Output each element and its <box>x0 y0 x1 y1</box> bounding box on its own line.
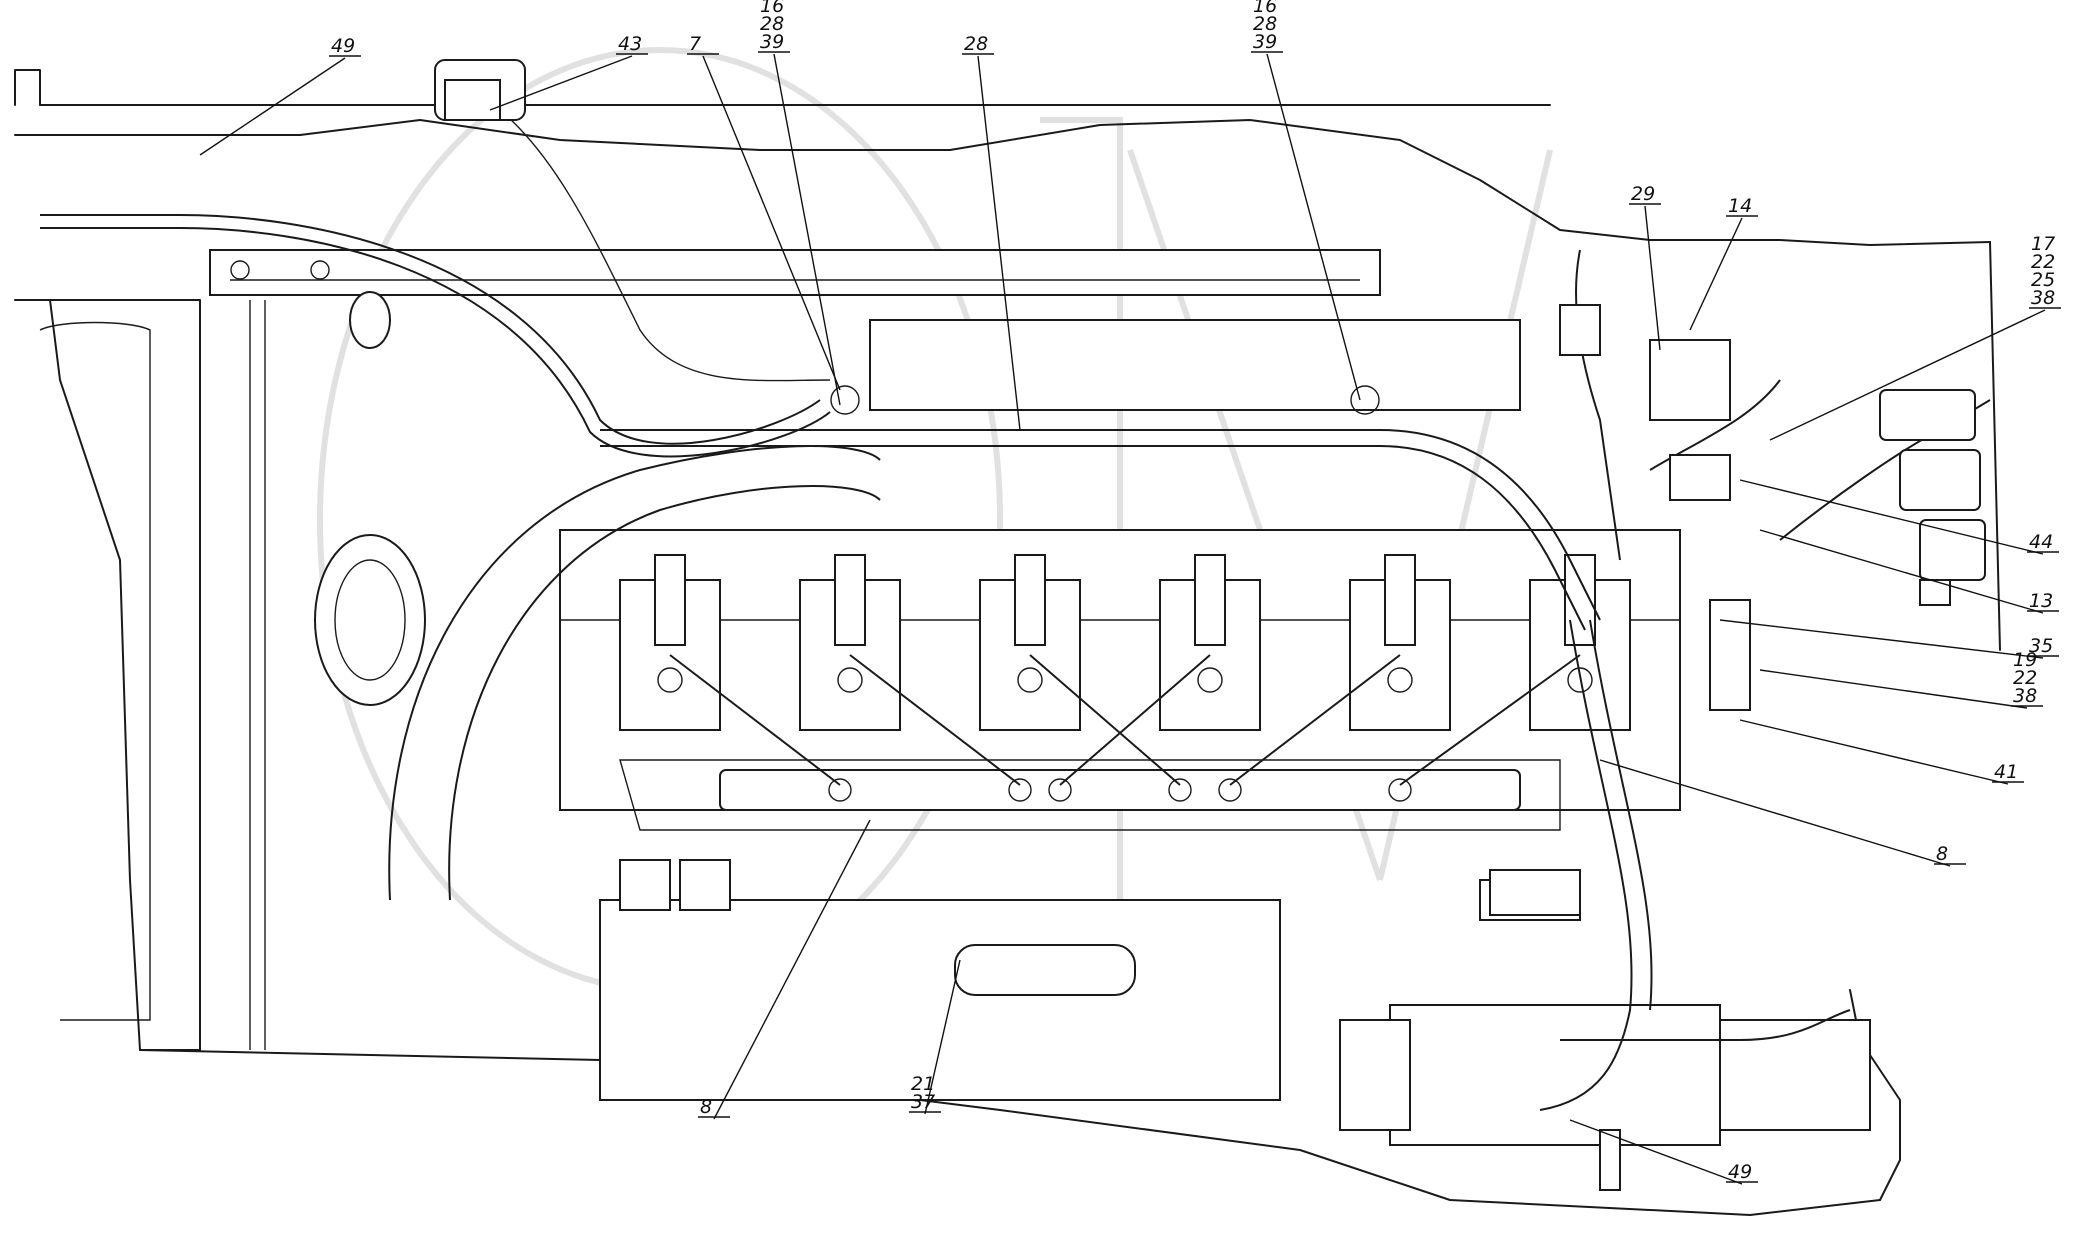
pulley <box>314 291 426 706</box>
callout-number: 43 <box>618 33 642 55</box>
injectors <box>619 554 1631 731</box>
callout-number: 28 <box>760 13 784 35</box>
callout-number: 8 <box>700 1096 712 1118</box>
callout-leader-line <box>199 57 346 156</box>
callout-leader-line <box>1599 759 1951 867</box>
callout-number: 41 <box>1994 761 2018 783</box>
callout-number: 49 <box>331 35 355 57</box>
callout-number: 28 <box>964 33 988 55</box>
callout-leader-line <box>1759 529 2044 614</box>
callout-leader-line <box>1569 1119 1743 1185</box>
callout-leader-line <box>1739 719 2009 785</box>
callout-c8b: 8 <box>698 819 871 1120</box>
callout-c8a: 8 <box>1599 759 1966 867</box>
callout-leader-line <box>1644 205 1661 351</box>
callout-leader-line <box>489 55 633 111</box>
callout-leader-line <box>1719 619 2044 659</box>
callout-number: 39 <box>1253 31 1277 53</box>
callout-c29: 29 <box>1629 183 1661 351</box>
callout-c49a: 49 <box>199 35 361 156</box>
callout-number: 8 <box>1936 843 1948 865</box>
wiring-harness <box>40 109 1991 1111</box>
callout-c14: 14 <box>1689 195 1758 331</box>
callout-leader-line <box>924 959 961 1115</box>
callout-leader-line <box>1759 669 2028 709</box>
callout-number: 22 <box>2013 667 2037 689</box>
top-rail <box>209 249 1521 411</box>
engine-block <box>559 529 1871 1146</box>
callout-number: 25 <box>2031 269 2055 291</box>
callout-number: 19 <box>2013 649 2037 671</box>
callout-number: 38 <box>2031 287 2055 309</box>
callout-leader-line <box>702 55 841 391</box>
callout-c35: 35 <box>1719 619 2059 659</box>
connectors <box>434 59 1986 1191</box>
callout-c28: 28 <box>962 33 1021 431</box>
callout-number: 16 <box>1253 0 1277 17</box>
callout-leader-line <box>713 819 871 1120</box>
callout-number: 16 <box>760 0 784 17</box>
callout-number: 49 <box>1728 1161 1752 1183</box>
callout-number: 29 <box>1631 183 1655 205</box>
callout-c13: 13 <box>1759 529 2059 614</box>
callout-leader-line <box>977 55 1021 431</box>
callout-number: 44 <box>2029 531 2053 553</box>
callout-leader-line <box>1769 309 2046 441</box>
callout-number: 13 <box>2029 590 2053 612</box>
callout-number: 37 <box>911 1091 935 1113</box>
callout-number: 38 <box>2013 685 2037 707</box>
callout-c43: 43 <box>489 33 648 111</box>
callout-number: 39 <box>760 31 784 53</box>
callout-c44: 44 <box>1739 479 2059 555</box>
watermark <box>317 47 1553 1000</box>
callout-number: 17 <box>2031 233 2055 255</box>
callout-leader-line <box>1689 217 1743 331</box>
callout-c7: 7 <box>687 33 841 391</box>
callout-number: 22 <box>2031 251 2055 273</box>
callout-leader-line <box>1266 53 1361 401</box>
callout-c49b: 49 <box>1569 1119 1758 1185</box>
callout-number: 14 <box>1728 195 1752 217</box>
callout-number: 35 <box>2029 635 2053 657</box>
callout-number: 7 <box>689 33 701 55</box>
fuel-rail <box>669 654 1581 811</box>
callout-leader-line <box>1739 479 2044 555</box>
callout-number: 21 <box>911 1073 935 1095</box>
callout-number: 28 <box>1253 13 1277 35</box>
callout-leader-line <box>773 53 841 406</box>
callout-c41: 41 <box>1739 719 2024 785</box>
